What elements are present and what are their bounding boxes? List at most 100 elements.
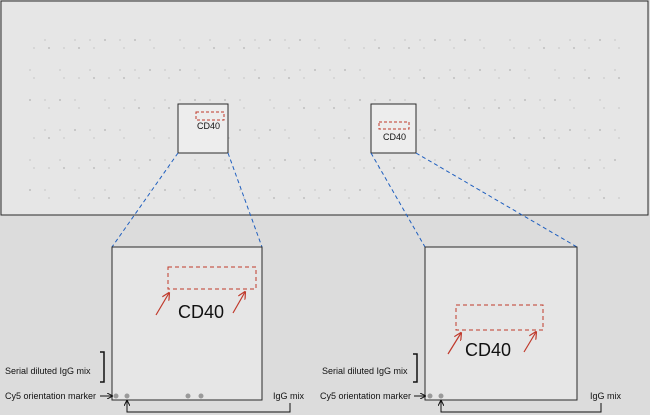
array-spot: [449, 69, 451, 71]
array-spot: [468, 167, 470, 169]
overview-array-panel: [0, 0, 649, 216]
overview-roi-right-label: CD40: [383, 132, 406, 142]
array-spot: [479, 159, 481, 161]
array-spot: [164, 99, 166, 101]
array-spot: [303, 197, 305, 199]
array-spot: [453, 47, 455, 49]
array-spot: [239, 189, 241, 191]
array-spot: [543, 47, 545, 49]
array-spot: [333, 167, 335, 169]
array-spot: [479, 39, 481, 41]
array-spot: [348, 47, 350, 49]
array-spot: [449, 129, 451, 131]
array-spot: [59, 129, 61, 131]
array-spot: [149, 39, 151, 41]
array-spot: [179, 99, 181, 101]
array-spot: [239, 129, 241, 131]
array-spot: [198, 47, 200, 49]
array-spot: [513, 197, 515, 199]
array-spot: [389, 159, 391, 161]
array-spot: [213, 197, 215, 199]
array-spot: [288, 77, 290, 79]
array-spot: [434, 39, 436, 41]
array-spot: [228, 77, 230, 79]
zoom-right-marker-label: Cy5 orientation marker: [320, 391, 411, 401]
array-spot: [134, 69, 136, 71]
array-spot: [194, 189, 196, 191]
array-spot: [543, 107, 545, 109]
array-spot: [78, 197, 80, 199]
array-spot: [588, 137, 590, 139]
array-spot: [74, 99, 76, 101]
array-spot: [584, 69, 586, 71]
array-spot: [344, 99, 346, 101]
array-spot: [329, 159, 331, 161]
array-spot: [149, 129, 151, 131]
overview-roi-right: CD40: [370, 103, 417, 154]
array-spot: [573, 47, 575, 49]
array-spot: [138, 167, 140, 169]
array-spot: [104, 99, 106, 101]
array-spot: [119, 39, 121, 41]
array-spot: [299, 69, 301, 71]
array-spot: [123, 197, 125, 199]
zoom-left-title: CD40: [178, 302, 224, 322]
array-spot: [303, 107, 305, 109]
array-spot: [464, 69, 466, 71]
array-spot: [359, 159, 361, 161]
array-spot: [194, 69, 196, 71]
array-spot: [194, 99, 196, 101]
array-spot: [509, 69, 511, 71]
array-spot: [119, 159, 121, 161]
array-spot: [89, 69, 91, 71]
array-spot: [348, 197, 350, 199]
array-spot: [483, 197, 485, 199]
array-spot: [363, 137, 365, 139]
array-spot: [273, 107, 275, 109]
array-spot: [404, 39, 406, 41]
array-spot: [569, 99, 571, 101]
array-spot: [59, 69, 61, 71]
array-spot: [299, 159, 301, 161]
array-spot: [539, 129, 541, 131]
array-spot: [618, 137, 620, 139]
array-spot: [329, 99, 331, 101]
array-spot: [498, 167, 500, 169]
array-spot: [209, 189, 211, 191]
array-spot: [588, 197, 590, 199]
array-spot: [74, 39, 76, 41]
array-spot: [363, 167, 365, 169]
array-spot: [44, 39, 46, 41]
array-spot: [314, 39, 316, 41]
zoom-panel-right: CD40: [424, 246, 578, 401]
array-spot: [423, 47, 425, 49]
array-spot: [209, 99, 211, 101]
array-spot: [464, 189, 466, 191]
array-spot: [374, 189, 376, 191]
array-spot: [344, 129, 346, 131]
array-spot: [333, 77, 335, 79]
array-spot: [468, 77, 470, 79]
array-spot: [269, 99, 271, 101]
array-spot: [123, 137, 125, 139]
array-spot: [228, 137, 230, 139]
array-spot: [558, 167, 560, 169]
zoom-left-serial-bracket: [100, 351, 105, 383]
array-spot: [573, 107, 575, 109]
zoom-right-highlight-box: [455, 304, 544, 331]
array-spot: [243, 47, 245, 49]
array-spot: [123, 47, 125, 49]
array-spot: [179, 39, 181, 41]
array-spot: [254, 69, 256, 71]
array-spot: [318, 47, 320, 49]
array-spot: [464, 39, 466, 41]
array-spot: [599, 189, 601, 191]
array-spot: [284, 129, 286, 131]
zoom-right-arrow-1: [447, 333, 461, 355]
array-spot: [168, 167, 170, 169]
array-spot: [48, 197, 50, 199]
array-spot: [434, 99, 436, 101]
connector-left-b: [227, 152, 263, 248]
array-spot: [59, 159, 61, 161]
array-spot: [603, 77, 605, 79]
